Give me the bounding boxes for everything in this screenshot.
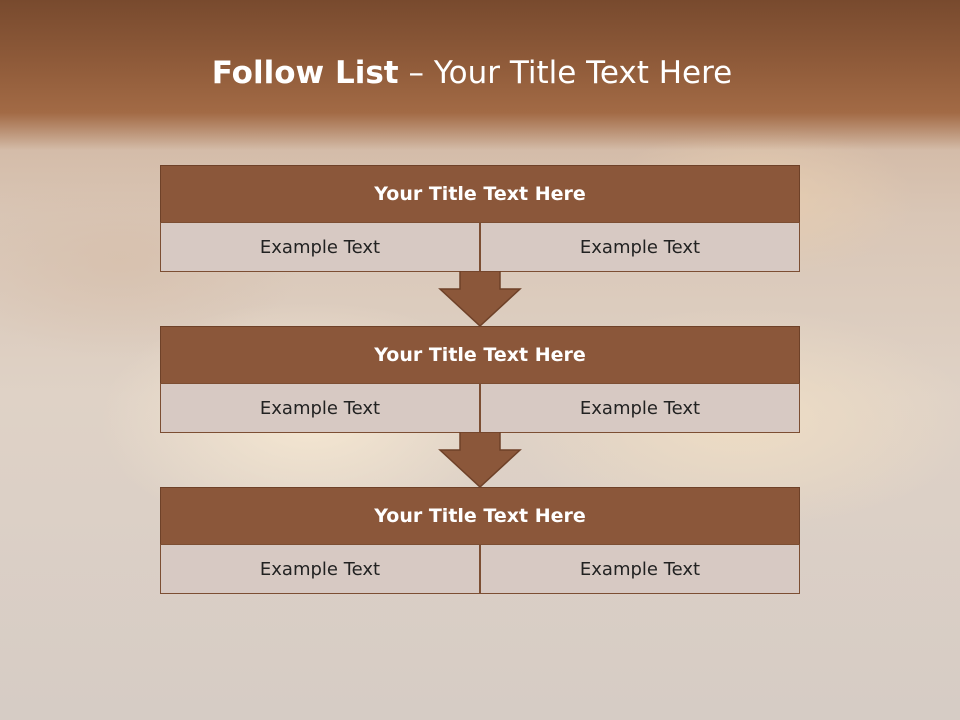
- down-arrow-icon: [438, 271, 522, 327]
- block-title: Your Title Text Here: [160, 165, 800, 223]
- block-left-text: Example Text: [160, 383, 480, 433]
- block-right-text: Example Text: [480, 222, 800, 272]
- slide-title-rest: – Your Title Text Here: [398, 55, 733, 91]
- slide-title-bold: Follow List: [211, 55, 399, 91]
- block-title: Your Title Text Here: [160, 326, 800, 384]
- block-left-text: Example Text: [160, 222, 480, 272]
- down-arrow-icon: [438, 432, 522, 488]
- block-left-text: Example Text: [160, 544, 480, 594]
- list-block-2: Your Title Text Here Example Text Exampl…: [160, 326, 800, 433]
- list-block-1: Your Title Text Here Example Text Exampl…: [160, 165, 800, 272]
- block-right-text: Example Text: [480, 383, 800, 433]
- block-title: Your Title Text Here: [160, 487, 800, 545]
- block-right-text: Example Text: [480, 544, 800, 594]
- list-block-3: Your Title Text Here Example Text Exampl…: [160, 487, 800, 594]
- slide-title: Follow List – Your Title Text Here: [0, 55, 944, 91]
- header-band: [0, 0, 960, 150]
